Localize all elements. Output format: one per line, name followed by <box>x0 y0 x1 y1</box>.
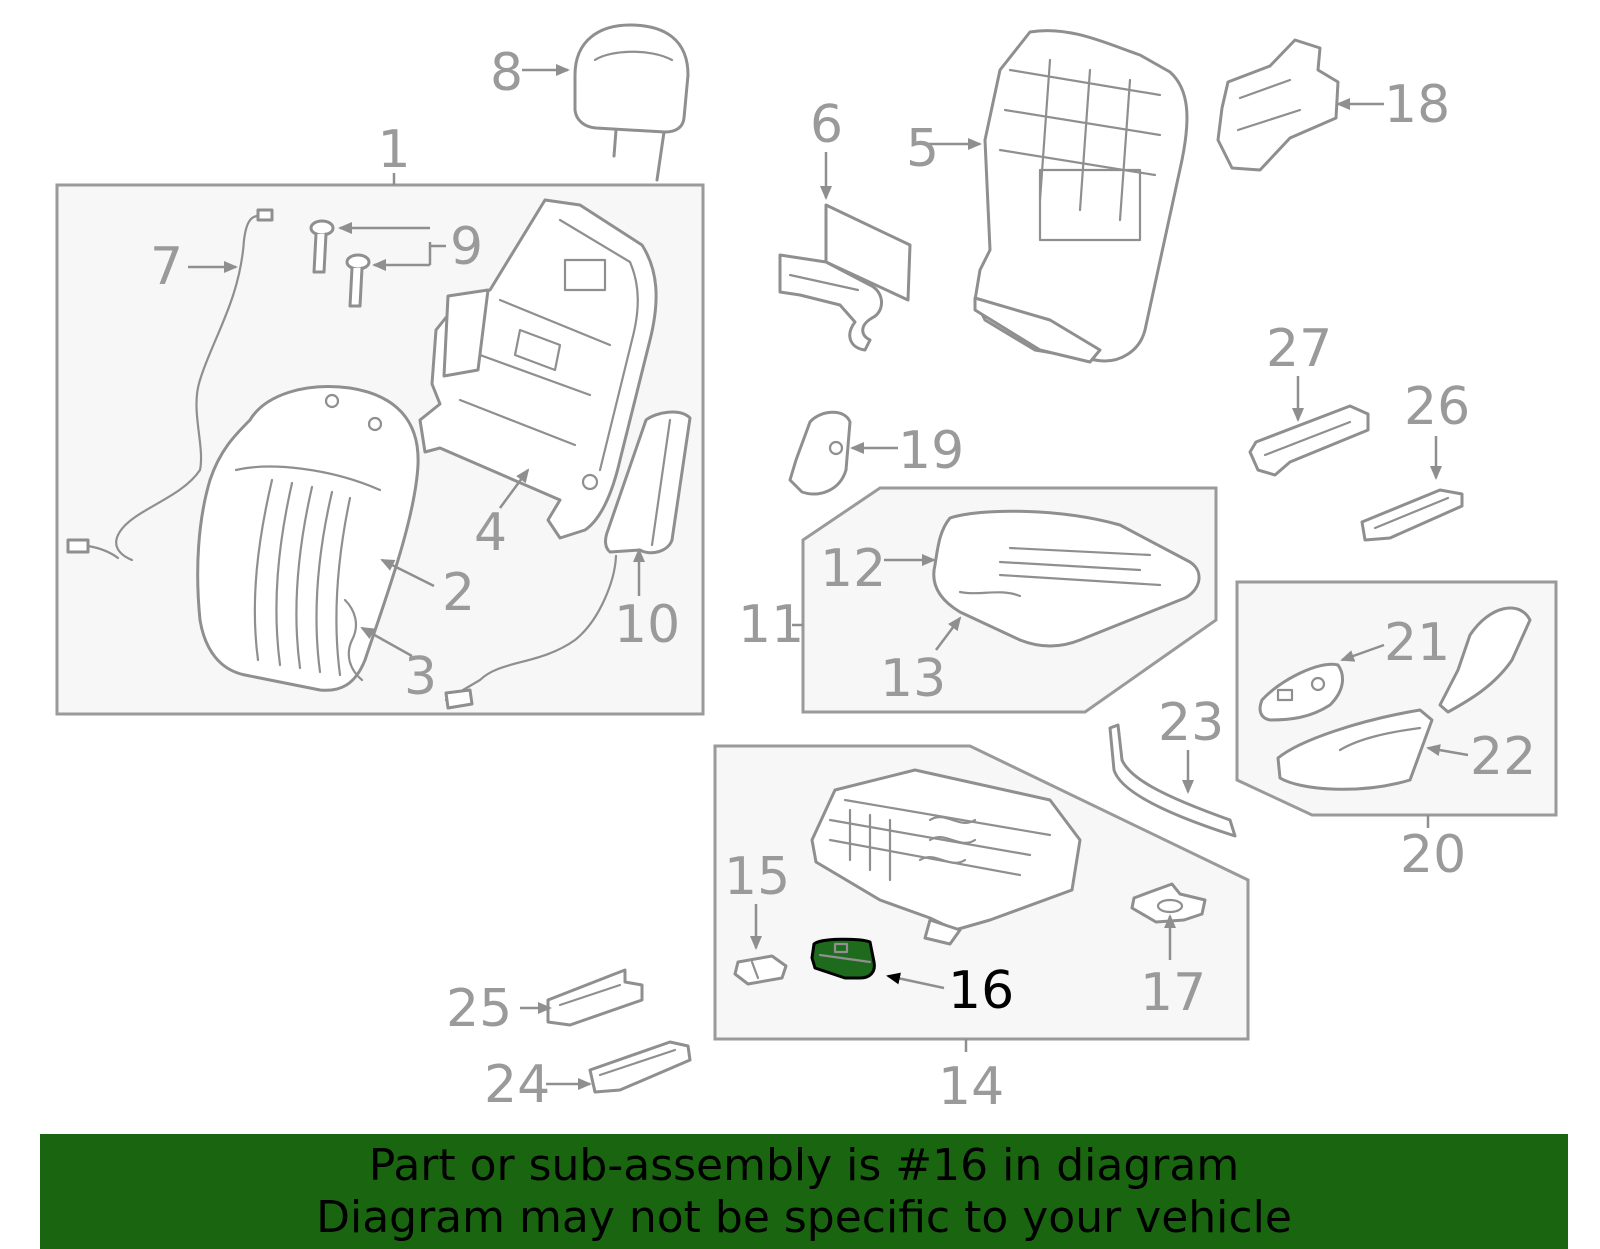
trim-strip-part <box>1108 723 1237 838</box>
side-airbag-part <box>444 410 692 710</box>
back-panel-part <box>973 29 1189 364</box>
bolts-part <box>309 219 371 308</box>
callout-2: 2 <box>442 563 475 623</box>
callout-13: 13 <box>880 649 946 709</box>
callout-10: 10 <box>614 595 680 655</box>
callout-5: 5 <box>906 119 939 179</box>
callout-22: 22 <box>1470 727 1536 787</box>
recliner-bracket-part <box>1216 38 1340 172</box>
callout-25: 25 <box>446 979 512 1039</box>
callout-12: 12 <box>820 539 886 599</box>
callout-8: 8 <box>490 43 523 103</box>
switch-21-part <box>1258 606 1532 722</box>
callout-6: 6 <box>810 95 843 155</box>
cover-25-part <box>546 968 644 1027</box>
clip-part <box>733 954 788 986</box>
callout-19: 19 <box>898 421 964 481</box>
cover-26-part <box>1360 488 1464 542</box>
callout-21: 21 <box>1384 613 1450 673</box>
banner-line-2: Diagram may not be specific to your vehi… <box>316 1191 1292 1243</box>
cover-24-part <box>588 1040 692 1094</box>
banner-line-1: Part or sub-assembly is #16 in diagram <box>368 1139 1240 1191</box>
callout-3: 3 <box>404 647 437 707</box>
callout-16: 16 <box>948 961 1014 1021</box>
lumbar-support-part <box>778 203 912 352</box>
callout-9: 9 <box>450 217 483 277</box>
seat-track-frame-part <box>810 768 1082 946</box>
callout-20: 20 <box>1400 825 1466 885</box>
callout-27: 27 <box>1266 319 1332 379</box>
callout-11: 11 <box>738 595 804 655</box>
headrest-part <box>573 23 690 182</box>
callout-23: 23 <box>1158 693 1224 753</box>
callout-7: 7 <box>150 237 183 297</box>
callout-14: 14 <box>938 1057 1004 1117</box>
callout-1: 1 <box>377 120 410 180</box>
seat-cushion-part <box>932 509 1201 648</box>
seatback-cover-part <box>196 385 420 692</box>
callout-18: 18 <box>1384 75 1450 135</box>
callout-24: 24 <box>484 1055 550 1115</box>
recliner-cover-part <box>788 410 852 496</box>
info-banner: Part or sub-assembly is #16 in diagram D… <box>40 1134 1568 1249</box>
wire-harness-part <box>66 208 274 562</box>
seatback-frame-part <box>418 198 658 540</box>
switch-22-part <box>1276 708 1434 791</box>
callout-15: 15 <box>724 847 790 907</box>
callout-26: 26 <box>1404 377 1470 437</box>
callout-17: 17 <box>1140 963 1206 1023</box>
callout-4: 4 <box>474 503 507 563</box>
highlighted-part-16 <box>810 937 876 980</box>
pivot-bracket-part <box>1130 882 1207 924</box>
cover-27-part <box>1248 404 1370 477</box>
